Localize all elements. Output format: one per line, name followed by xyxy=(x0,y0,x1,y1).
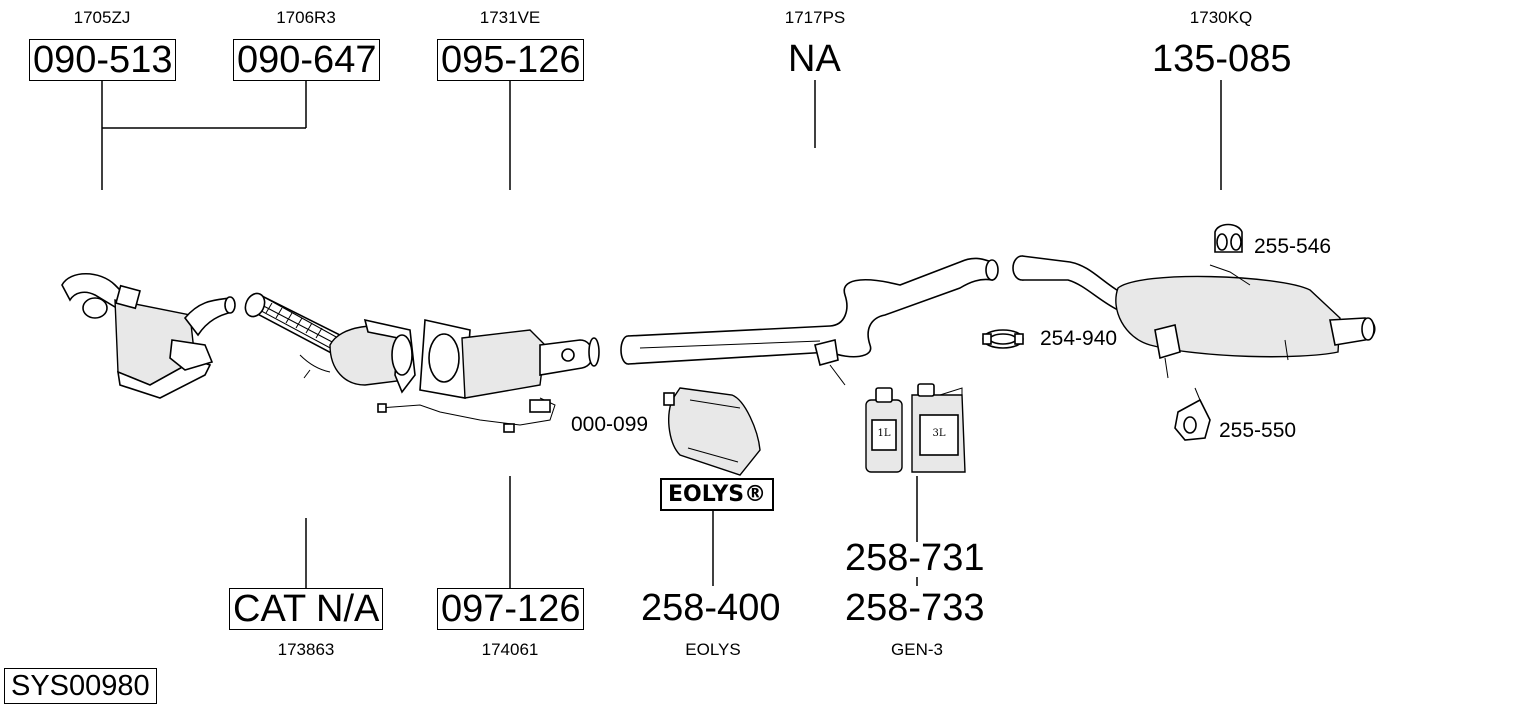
part-number-258-400[interactable]: 258-400 xyxy=(641,587,781,629)
eolys-pouch xyxy=(663,387,761,476)
ref-label-1: 1705ZJ xyxy=(73,8,131,27)
ref-label-5: 1730KQ xyxy=(1189,8,1253,27)
ref-label-2: 1706R3 xyxy=(276,8,336,27)
rubber-mount-bottom xyxy=(1174,387,1211,441)
part-number-cat-na[interactable]: CAT N/A xyxy=(229,588,384,630)
downpipe-part xyxy=(61,273,236,399)
ref-label-173863: 173863 xyxy=(277,640,335,659)
additive-bottle-3l xyxy=(911,383,966,473)
sensor-wire-part xyxy=(377,397,556,433)
catalyst-part xyxy=(299,318,416,394)
clamp-part xyxy=(982,329,1024,349)
part-number-000-099[interactable]: 000-099 xyxy=(571,413,649,436)
additive-bottle-1l xyxy=(865,387,903,473)
part-number-258-731[interactable]: 258-731 xyxy=(845,537,985,579)
eolys-logo: EOLYS® xyxy=(660,478,775,511)
part-number-255-546[interactable]: 255-546 xyxy=(1254,235,1332,258)
part-number-090-647[interactable]: 090-647 xyxy=(233,39,381,81)
ref-label-3: 1731VE xyxy=(479,8,541,27)
bottle-1l-label: 1L xyxy=(877,428,891,439)
ref-label-4: 1717PS xyxy=(784,8,846,27)
part-number-090-513[interactable]: 090-513 xyxy=(29,39,177,81)
part-number-097-126[interactable]: 097-126 xyxy=(437,588,585,630)
rear-silencer-part xyxy=(1012,255,1376,379)
system-id: SYS00980 xyxy=(4,668,157,704)
part-number-095-126[interactable]: 095-126 xyxy=(437,39,585,81)
part-number-255-550[interactable]: 255-550 xyxy=(1219,419,1297,442)
ref-label-gen-3: GEN-3 xyxy=(891,640,943,659)
ref-label-174061: 174061 xyxy=(481,640,539,659)
ref-label-eolys: EOLYS xyxy=(685,640,741,659)
part-number-na: NA xyxy=(788,38,841,80)
part-number-254-940[interactable]: 254-940 xyxy=(1040,327,1118,350)
leader-lines xyxy=(101,80,1222,590)
part-number-135-085[interactable]: 135-085 xyxy=(1152,38,1292,80)
flex-pipe-part xyxy=(244,292,341,357)
part-number-258-733[interactable]: 258-733 xyxy=(845,587,985,629)
bottle-3l-label: 3L xyxy=(932,428,946,439)
rubber-mount-top xyxy=(1214,223,1243,253)
dpf-part xyxy=(419,319,600,399)
center-pipe-part xyxy=(620,257,999,386)
